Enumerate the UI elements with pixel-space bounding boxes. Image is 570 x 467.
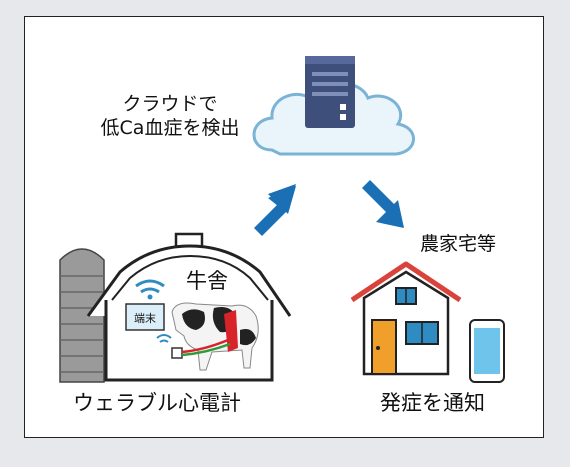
cloud-label-line1: クラウドで xyxy=(122,93,218,115)
ecg-cable xyxy=(171,338,231,359)
cloud-label-line2: 低Ca血症を検出 xyxy=(100,116,240,139)
house-icon xyxy=(350,261,462,376)
smartphone-icon xyxy=(469,319,505,383)
wifi-icon xyxy=(135,279,172,343)
terminal-label: 端末 xyxy=(134,311,156,325)
cloud-detection-label: クラウドで 低Ca血症を検出 xyxy=(70,93,270,141)
terminal-icon: 端末 xyxy=(125,303,165,331)
farmhouse-label: 農家宅等 xyxy=(420,233,497,255)
cow-icon xyxy=(171,302,259,371)
silo-icon xyxy=(59,248,105,383)
down-arrow-icon xyxy=(362,180,404,228)
up-arrow-icon xyxy=(254,184,296,236)
cloud-server-icon xyxy=(252,56,415,156)
notification-label: 発症を通知 xyxy=(380,391,485,415)
wearable-ecg-label: ウェラブル心電計 xyxy=(73,391,241,415)
barn-label: 牛舎 xyxy=(186,269,228,293)
